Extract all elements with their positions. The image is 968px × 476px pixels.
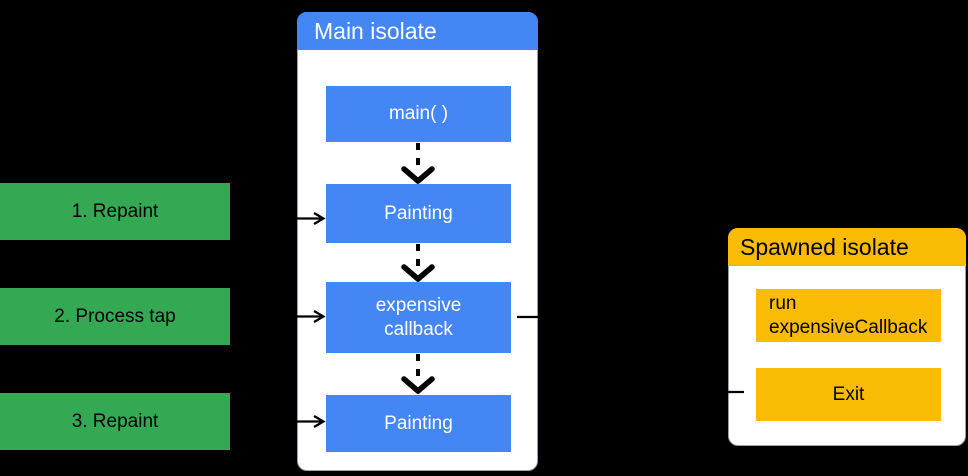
main-isolate-card: Main isolate main( ) Painting expensive … [297, 12, 538, 471]
spawned-isolate-title: Spawned isolate [728, 228, 966, 266]
step-run-expensive-callback: run expensiveCallback [756, 289, 941, 342]
event-label-repaint-1: 1. Repaint [0, 183, 230, 240]
step-painting-2: Painting [326, 395, 511, 452]
step-painting-1: Painting [326, 184, 511, 243]
step-expensive-callback: expensive callback [326, 282, 511, 353]
connector-callback-to-spawned [517, 315, 744, 394]
event-label-process-tap: 2. Process tap [0, 288, 230, 345]
event-label-repaint-3: 3. Repaint [0, 393, 230, 450]
main-isolate-title: Main isolate [297, 12, 538, 50]
spawned-isolate-card: Spawned isolate run expensiveCallback Ex… [728, 228, 966, 446]
step-main-function: main( ) [326, 86, 511, 142]
step-exit: Exit [756, 368, 941, 421]
